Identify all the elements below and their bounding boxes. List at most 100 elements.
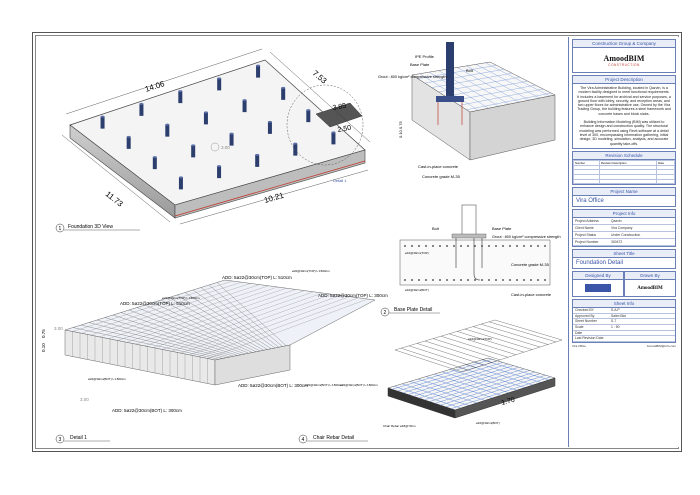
info-value: Under Construction [611, 233, 641, 238]
sheet-border [32, 32, 682, 452]
rebar-dot [418, 245, 420, 247]
cage-line [90, 283, 251, 336]
rebar-dot [404, 245, 406, 247]
rebar-dot [495, 279, 497, 281]
view-title-4: Chair Rebar Detail [313, 435, 354, 441]
column-cap [255, 153, 260, 156]
rebar-dot [516, 245, 518, 247]
label-concrete: Concrete grade M-35 [422, 174, 461, 179]
sheet-value: S.A.P [611, 308, 620, 313]
rebar-dot [481, 279, 483, 281]
mesh-line [418, 366, 519, 399]
cage-line [144, 290, 305, 347]
slab-edge-rebar [174, 160, 366, 217]
column-stub [217, 78, 222, 91]
rebar-dot [446, 279, 448, 281]
dim-cutout-b: 2.50 [337, 125, 352, 134]
view-number-4: 4 [302, 437, 305, 443]
small-label-2: ø22@30cm(BOT) L:1500cm [88, 377, 126, 381]
info-key: Project Number [575, 240, 599, 245]
label-ipe: IPE Profile [415, 54, 435, 59]
grid-line [485, 62, 550, 97]
cage-line [81, 282, 242, 334]
view-number-2: 2 [384, 310, 387, 316]
grid-line [457, 67, 520, 103]
mesh-line [441, 371, 510, 393]
top-mesh-line [424, 340, 493, 363]
cage-line [184, 292, 272, 349]
view-title-2: Base Plate Detail [394, 307, 432, 313]
mesh-line [409, 381, 478, 404]
rebar-dot [516, 279, 518, 281]
rebar-dot [432, 279, 434, 281]
view-number: 1 [59, 226, 62, 232]
cage-line [96, 319, 231, 358]
cage-line [72, 280, 233, 332]
top-mesh-line [472, 326, 541, 348]
mesh-line [481, 359, 550, 381]
rebar-dot [502, 245, 504, 247]
top-mesh-line [480, 324, 549, 345]
rebar-dot [460, 245, 462, 247]
detail-1-view: ADD: 5ø22@30cm(TOP) L: 510cm ADD: 5ø22@3… [41, 269, 388, 444]
grid-line [459, 88, 544, 106]
view-title: Foundation 3D View [68, 224, 113, 230]
info-value: 300472 [611, 240, 623, 245]
grid-line [447, 68, 510, 105]
grid-line [445, 80, 528, 97]
drawn-by-header: Drawn By [624, 271, 676, 281]
callout-0: ADD: 5ø22@30cm(TOP) L: 510cm [120, 301, 190, 306]
rebar-dot [453, 245, 455, 247]
column-cap [139, 102, 144, 105]
rebar-dot [544, 245, 546, 247]
chair-dim: 1.70 [501, 397, 516, 407]
drawn-by-logo: AmoodBIM [624, 280, 676, 298]
rebar-dot [523, 279, 525, 281]
base-plate [436, 96, 464, 102]
sheet-key: Scale [575, 325, 584, 330]
designed-by-header: Designed By [572, 271, 624, 281]
small-label-1: ø22@30cm(TOP) L:1500cm [292, 269, 330, 273]
sheet-value [609, 336, 675, 341]
logo-subtext: CONSTRUCTION [608, 62, 640, 67]
column-cap [281, 86, 286, 89]
mesh-line [433, 373, 502, 396]
designed-drawn: Designed By Drawn By AmoodBIM [572, 271, 676, 298]
detail-callout-label: Detail 1 [333, 178, 347, 183]
rebar-dot [418, 279, 420, 281]
chair-label-top: ø16@30cm(TOP) [468, 337, 492, 341]
footer-project: Vira Office [572, 343, 586, 348]
column-stub [191, 145, 196, 158]
project-name-header: Project Name [572, 187, 676, 197]
sec-label-rebar: ø16@30cm(TOP) [405, 251, 429, 255]
rebar-dot [439, 279, 441, 281]
project-description: The Vira Administrative Building, locate… [572, 84, 676, 149]
small-label-4: ø22@30cm(BOT) L:1500cm [340, 383, 378, 387]
column-stub [203, 112, 208, 125]
sheet-key: Checked BY [575, 308, 594, 313]
footer-email: AmoodBIM@info.com [646, 343, 676, 348]
column-cap [293, 142, 298, 145]
sheet-key: Last Revision Date [575, 336, 604, 341]
cage-line [117, 286, 278, 341]
sec-label-plate: Base Plate [492, 226, 512, 231]
view-number-3: 3 [59, 437, 62, 443]
top-mesh-line [464, 328, 533, 350]
sheet-title-header: Sheet Title [572, 249, 676, 259]
cage-line [180, 295, 341, 354]
top-mesh-line [456, 331, 525, 353]
rebar-dot [481, 245, 483, 247]
small-label-3: ø22@30cm(BOT) L:1500cm [305, 383, 343, 387]
label-grout: Grout : 800 kg/cm² compressive strength [378, 75, 447, 79]
rebar-dot [509, 279, 511, 281]
cage-line [152, 302, 257, 352]
info-value: Qazvin [611, 219, 622, 224]
column-stub [306, 110, 311, 123]
dim-b: 0.75 [41, 329, 46, 338]
info-key: Client Name [575, 226, 594, 231]
description-text: The Vira Administrative Building, locate… [577, 86, 671, 116]
